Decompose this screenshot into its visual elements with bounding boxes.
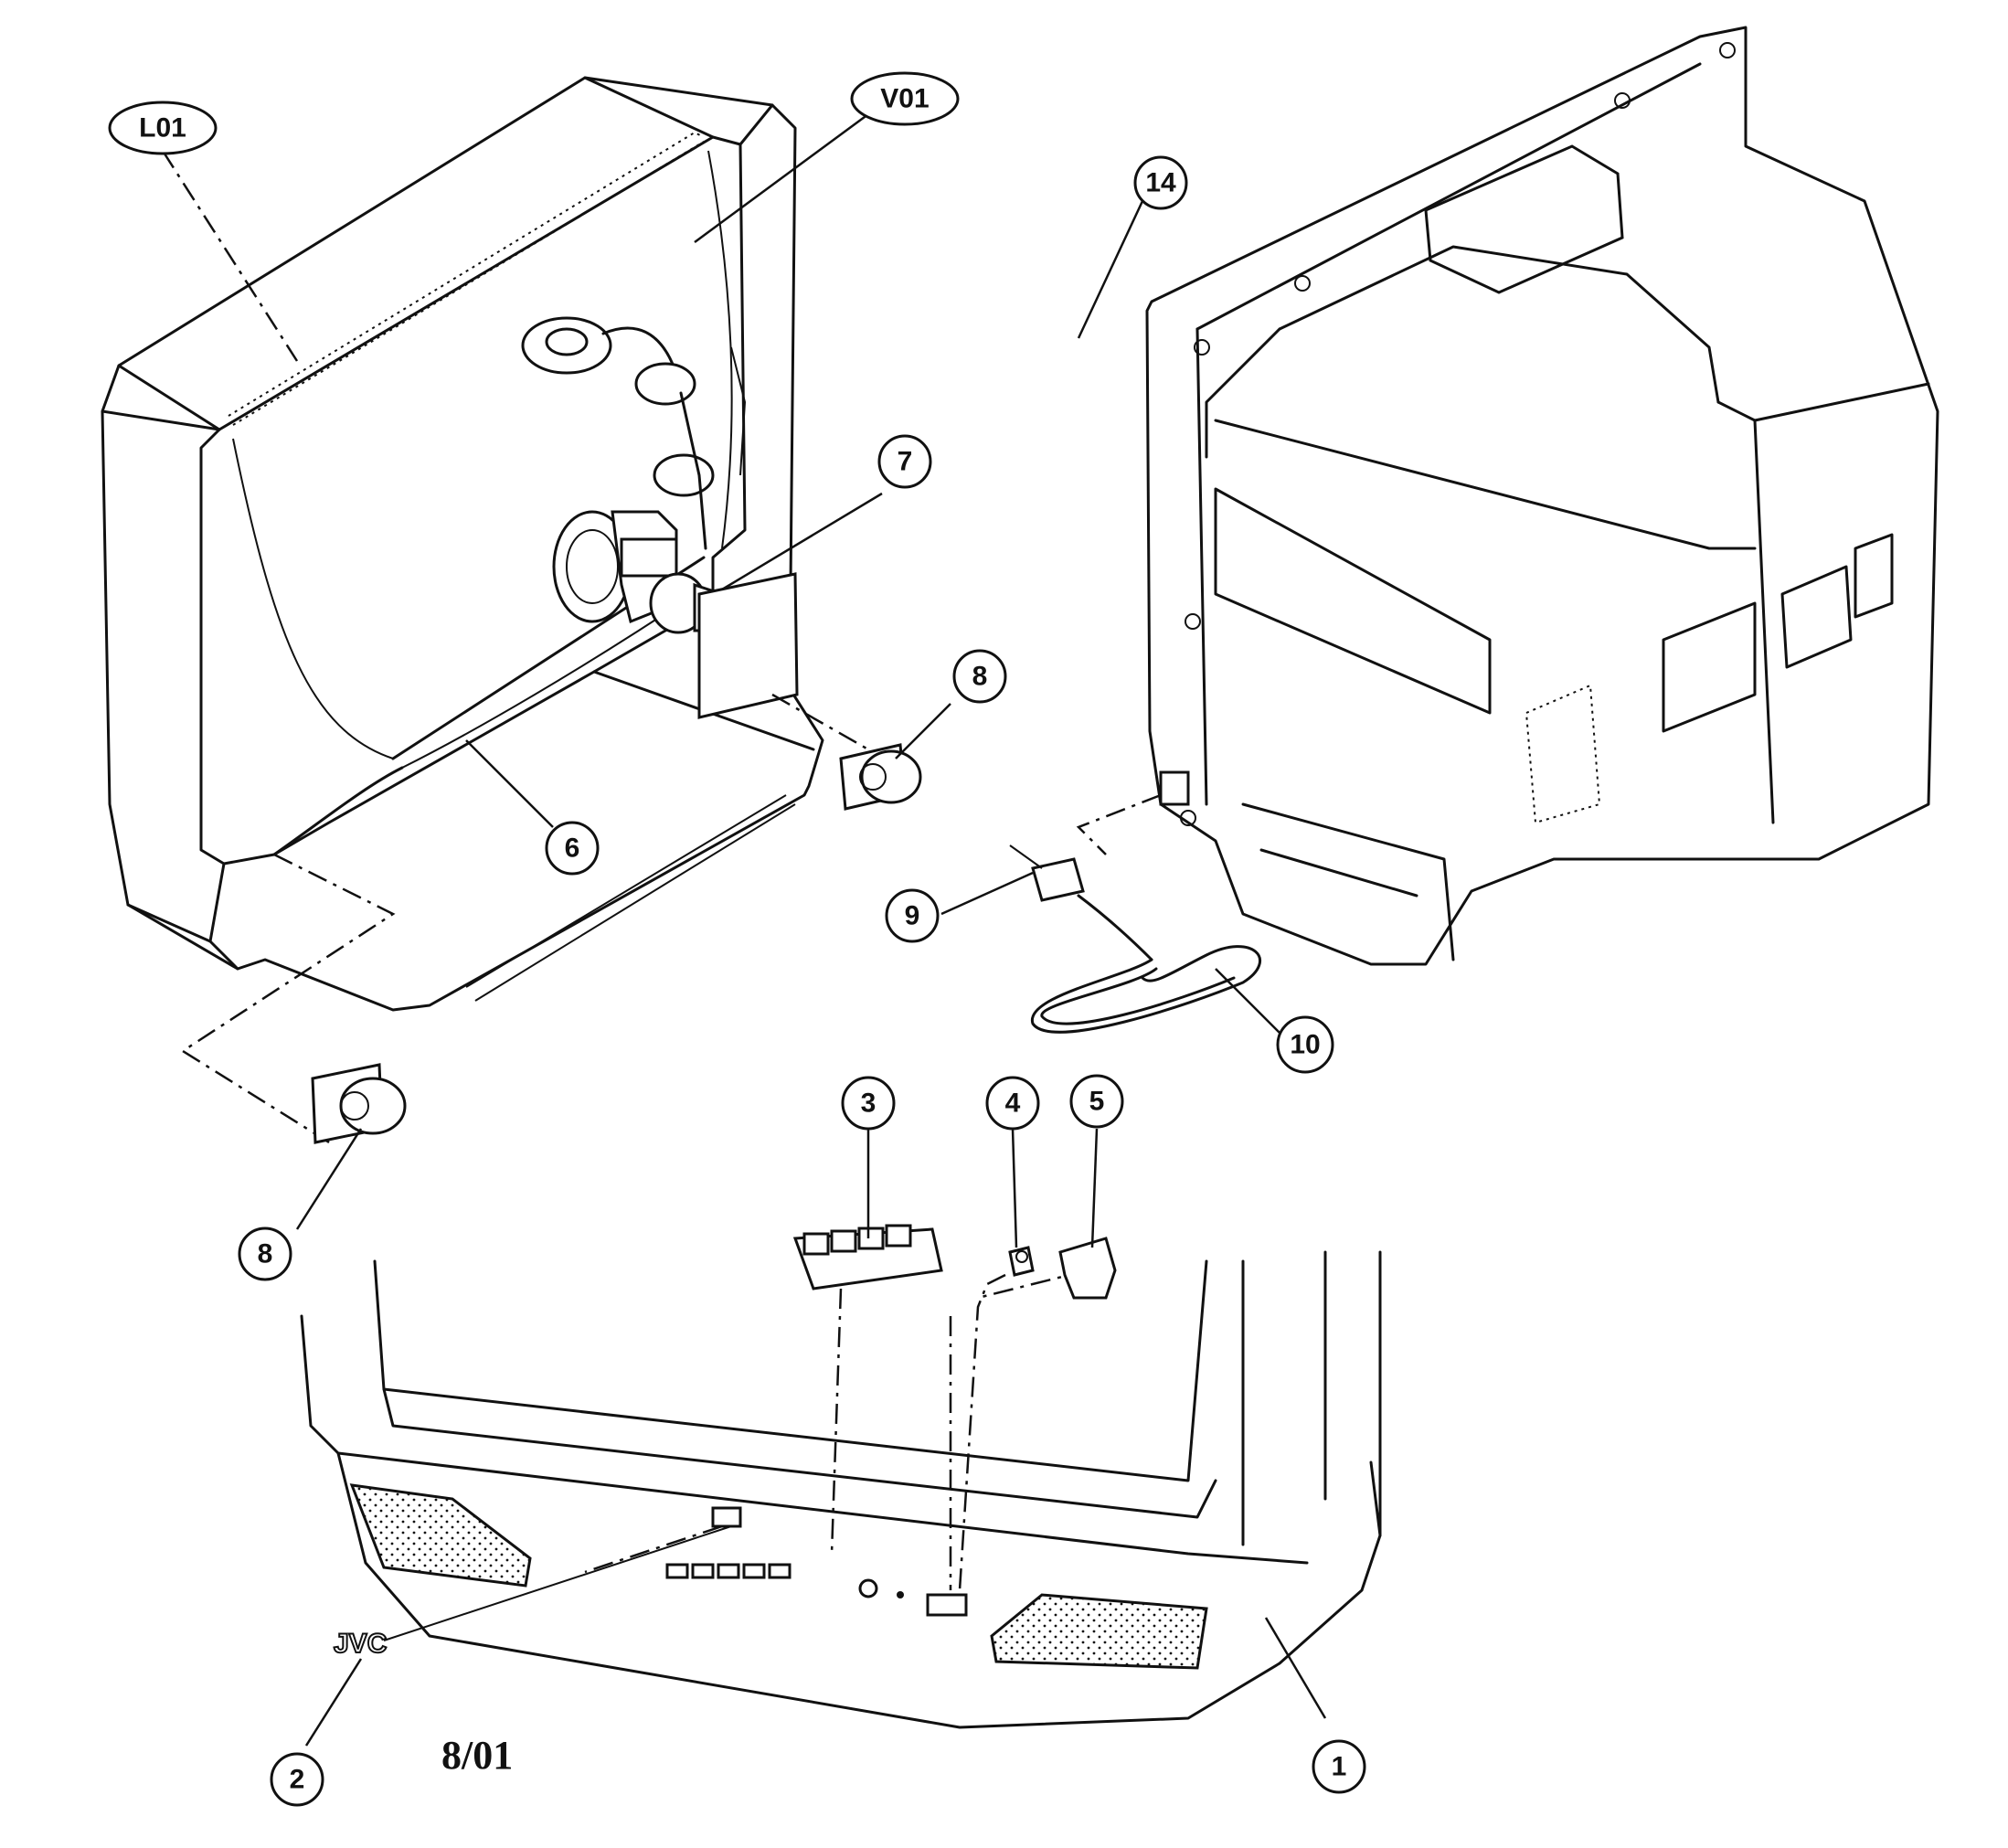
front-cabinet-assembly	[101, 76, 869, 1144]
callout-3-label: 3	[861, 1089, 877, 1119]
callout-1: 1	[1312, 1739, 1366, 1794]
callout-5-label: 5	[1089, 1087, 1105, 1117]
button-set-part	[792, 1224, 943, 1290]
callout-8-left: 8	[238, 1227, 292, 1281]
callout-v01-label: V01	[880, 84, 929, 114]
jvc-logo-text: JVC	[334, 1629, 387, 1659]
callout-14-label: 14	[1145, 168, 1176, 198]
jvc-logo-badge: JVC	[333, 1525, 732, 1660]
switch-knob-part	[1058, 1237, 1117, 1300]
callout-2: 2	[270, 1752, 324, 1807]
speaker-left	[311, 1063, 407, 1144]
callout-6-label: 6	[565, 834, 580, 864]
speaker-right	[839, 743, 922, 811]
callout-8-left-label: 8	[258, 1239, 273, 1269]
callout-9: 9	[885, 888, 940, 943]
lens-part	[1008, 1246, 1035, 1277]
leader-lines	[161, 112, 1327, 1747]
callout-2-label: 2	[290, 1765, 305, 1795]
callout-l01: L01	[108, 101, 218, 155]
rear-cover-assembly	[1076, 26, 1939, 966]
callout-9-label: 9	[905, 901, 920, 931]
callout-8-right: 8	[952, 649, 1007, 704]
callout-10: 10	[1276, 1015, 1334, 1074]
front-bezel-assembly	[300, 1250, 1382, 1729]
callout-1-label: 1	[1332, 1752, 1347, 1782]
power-cord-assembly	[1009, 844, 1261, 1034]
callout-v01: V01	[850, 71, 960, 126]
callout-4: 4	[985, 1076, 1040, 1131]
callout-3: 3	[841, 1076, 896, 1131]
callout-7: 7	[877, 434, 932, 489]
callout-5: 5	[1069, 1074, 1124, 1129]
callout-6: 6	[545, 821, 600, 876]
callout-7-label: 7	[898, 447, 913, 477]
revision-date: 8/01	[441, 1733, 513, 1778]
callout-8-right-label: 8	[972, 662, 988, 692]
callout-l01-label: L01	[139, 113, 186, 143]
callout-10-label: 10	[1290, 1030, 1320, 1060]
callout-4-label: 4	[1005, 1089, 1021, 1119]
callout-14: 14	[1133, 155, 1188, 210]
